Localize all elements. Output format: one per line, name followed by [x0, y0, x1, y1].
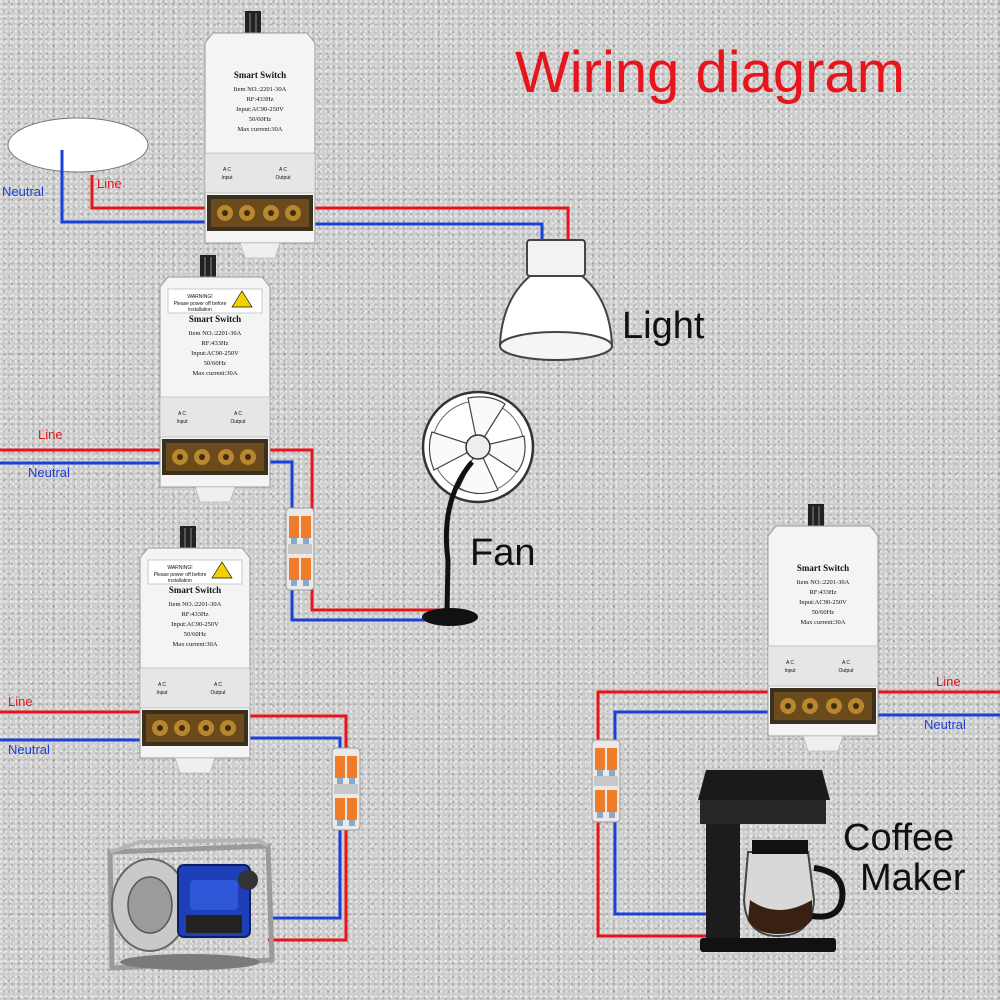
switch-2-warning: WARNING!	[187, 294, 212, 300]
switch-3-freq: 50/60Hz	[184, 631, 207, 638]
wire-connector-fan	[285, 507, 315, 591]
switch-4-input: Input:AC90-250V	[799, 599, 847, 606]
switch-1-item: Item NO.:2201-30A	[234, 86, 287, 93]
switch-3-current: Max current:30A	[173, 641, 218, 648]
switch-3-ac-out: A C	[214, 682, 222, 688]
switch-1-current: Max current:30A	[238, 126, 283, 133]
smart-switch-4: Smart Switch Item NO.:2201-30A RF:433Hz …	[767, 503, 879, 752]
warning-icon	[231, 290, 253, 308]
top-neutral-label: Neutral	[2, 184, 44, 199]
switch-2-item: Item NO.:2201-30A	[189, 330, 242, 337]
mid-neutral-label: Neutral	[28, 465, 70, 480]
switch-1-input-label: Input	[221, 175, 233, 181]
switch-2-ac-in: A C	[178, 411, 186, 417]
switch-1-freq: 50/60Hz	[249, 116, 272, 123]
switch-3-ac-in: A C	[158, 682, 166, 688]
mid-line-label: Line	[38, 427, 63, 442]
wire-connector-coffee	[591, 739, 621, 823]
ceiling-power-source	[7, 117, 149, 173]
smart-switch-2: WARNING! Please power off before install…	[159, 254, 271, 503]
smart-switch-1: Smart Switch Item NO.:2201-30A RF:433Hz …	[204, 10, 316, 259]
switch-2-warning-sub1: Please power off before	[174, 301, 227, 307]
wire-connector-pump	[331, 747, 361, 831]
switch-2-ac-out: A C	[234, 411, 242, 417]
switch-2-current: Max current:30A	[193, 370, 238, 377]
lower-neutral-label: Neutral	[8, 742, 50, 757]
smart-switch-3: WARNING! Please power off before install…	[139, 525, 251, 774]
switch-2-input: Input:AC90-250V	[191, 350, 239, 357]
switch-3-warning-sub1: Please power off before	[154, 572, 207, 578]
switch-2-warning-sub2: installation	[188, 307, 212, 313]
diagram-title: Wiring diagram	[515, 40, 905, 105]
switch-4-input-label: Input	[784, 668, 796, 674]
coffee-maker-icon	[698, 770, 846, 952]
switch-4-name: Smart Switch	[797, 563, 849, 573]
switch-2-rf: RF:433Hz	[201, 340, 228, 347]
switch-2-output-label: Output	[230, 419, 246, 425]
light-label: Light	[622, 305, 705, 347]
warning-icon	[211, 561, 233, 579]
top-line-label: Line	[97, 176, 122, 191]
switch-1-output-label: Output	[275, 175, 291, 181]
water-pump-icon	[107, 837, 275, 971]
switch-4-output-label: Output	[838, 668, 854, 674]
line-wire-mid	[0, 420, 176, 452]
coffee-maker-label-line2: Maker	[860, 857, 966, 899]
switch-2-freq: 50/60Hz	[204, 360, 227, 367]
lower-line-label: Line	[8, 694, 33, 709]
switch-2-name: Smart Switch	[189, 314, 241, 324]
switch-1-input: Input:AC90-250V	[236, 106, 284, 113]
switch-1-name: Smart Switch	[234, 70, 286, 80]
switch-3-name: Smart Switch	[169, 585, 221, 595]
switch-3-warning: WARNING!	[167, 565, 192, 571]
switch-3-warning-sub2: installation	[168, 578, 192, 584]
switch-1-rf: RF:433Hz	[246, 96, 273, 103]
coffee-maker-label-line1: Coffee	[843, 817, 954, 859]
switch-4-item: Item NO.:2201-30A	[797, 579, 850, 586]
light-bulb-icon	[498, 239, 614, 361]
switch-3-item: Item NO.:2201-30A	[169, 601, 222, 608]
switch-4-current: Max current:30A	[801, 619, 846, 626]
switch-3-input-label: Input	[156, 690, 168, 696]
switch-4-rf: RF:433Hz	[809, 589, 836, 596]
switch-4-ac-out: A C	[842, 660, 850, 666]
right-line-label: Line	[936, 674, 961, 689]
fan-label: Fan	[470, 532, 535, 574]
switch-4-freq: 50/60Hz	[812, 609, 835, 616]
neutral-wire-light	[290, 196, 544, 242]
switch-3-output-label: Output	[210, 690, 226, 696]
switch-1-ac-out: A C	[279, 167, 287, 173]
switch-3-rf: RF:433Hz	[181, 611, 208, 618]
switch-1-ac-in: A C	[223, 167, 231, 173]
switch-4-ac-in: A C	[786, 660, 794, 666]
fan-icon	[421, 390, 535, 626]
switch-3-input: Input:AC90-250V	[171, 621, 219, 628]
switch-2-input-label: Input	[176, 419, 188, 425]
right-neutral-label: Neutral	[924, 717, 966, 732]
